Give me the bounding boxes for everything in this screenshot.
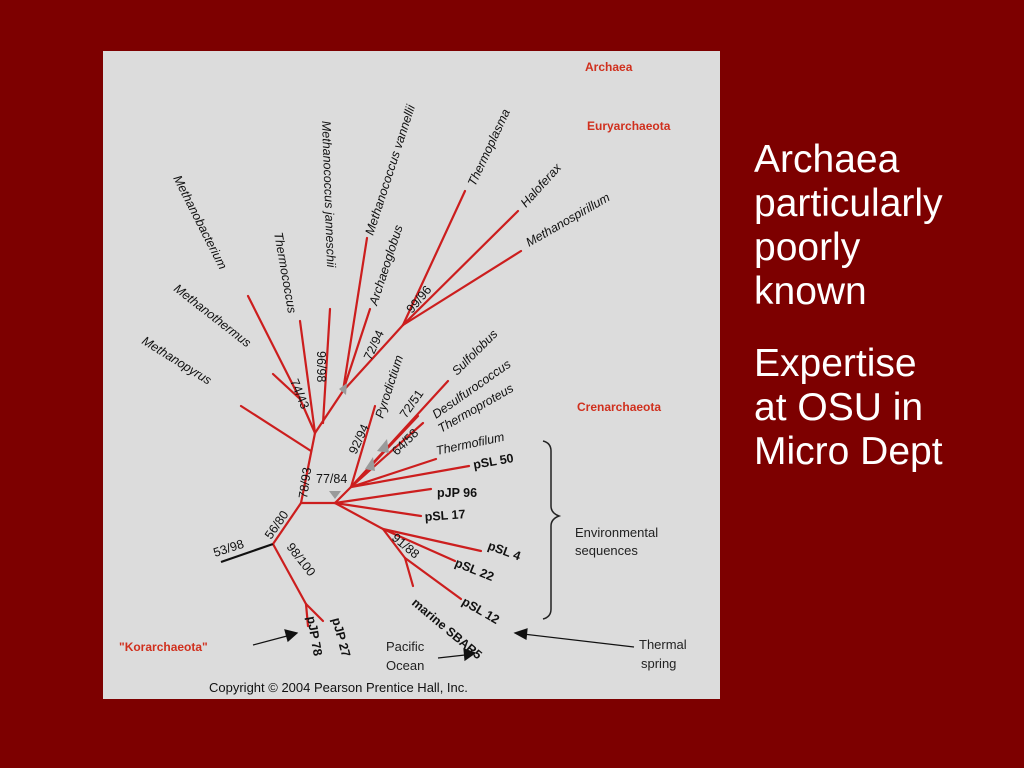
bootstrap-b7: 72/51 [397, 387, 426, 421]
branch-methanopyrus [239, 404, 313, 453]
annotation-pacific-line2: Ocean [386, 658, 424, 673]
taxon-methanobacterium: Methanobacterium [170, 173, 229, 272]
bootstrap-b3: 72/94 [361, 328, 387, 362]
taxon-methanococcus-vannellii: Methanococcus vannellii [363, 102, 419, 237]
branch-pjp78 [304, 602, 310, 628]
arrow-korarchaeota [252, 635, 288, 646]
arrow-thermal-spring [522, 633, 635, 648]
branch-pjp96 [333, 487, 433, 505]
branch-psl4 [381, 527, 483, 553]
branch-haloferax [401, 209, 520, 327]
side-line: at OSU in [754, 386, 924, 429]
arrow-korarchaeota-head [284, 629, 299, 643]
bootstrap-b9: 77/84 [316, 472, 347, 486]
branch-psl50 [349, 464, 471, 489]
annotation-environmental-line2: sequences [575, 543, 638, 558]
branch-thermofilum [349, 457, 438, 489]
side-line: poorly [754, 226, 861, 269]
branch-lower-node [333, 501, 385, 531]
bootstrap-b11: 53/98 [212, 537, 246, 560]
taxon-methanothermus: Methanothermus [171, 281, 254, 350]
label-korarchaeota: "Korarchaeota" [119, 640, 208, 654]
clone-psl17: pSL 17 [424, 507, 466, 524]
taxon-thermoplasma: Thermoplasma [465, 107, 513, 189]
annotation-environmental-line1: Environmental [575, 525, 658, 540]
branch-psl12 [403, 556, 463, 601]
branch-archaeoglobus [341, 307, 372, 393]
label-euryarchaeota: Euryarchaeota [587, 119, 671, 133]
branch-pjp27 [304, 602, 325, 623]
branch-methanobacterium [246, 294, 302, 401]
clone-pjp27: pJP 27 [329, 616, 353, 658]
branch-thermoplasma-node [341, 323, 405, 393]
side-line: Archaea [754, 138, 900, 181]
bootstrap-b2: 96/98 [314, 351, 328, 382]
annotation-thermal-line2: spring [641, 656, 676, 671]
annotation-pacific-line1: Pacific [386, 639, 425, 654]
annotation-thermal-line1: Thermal [639, 637, 687, 652]
clone-pjp96: pJP 96 [437, 486, 477, 500]
arrow-pacific-ocean-head [463, 648, 477, 662]
side-paragraph-2: Expertise at OSU in Micro Dept [754, 342, 1014, 474]
node-arrow-2 [329, 491, 341, 499]
branch-stem-to-root [272, 502, 302, 545]
branch-methanococcus-vannellii [341, 236, 369, 393]
clone-psl4: pSL 4 [486, 539, 523, 564]
environmental-sequences-brace [542, 440, 562, 620]
clone-psl12: pSL 12 [460, 594, 502, 627]
label-crenarchaeota: Crenarchaeota [577, 400, 661, 414]
side-paragraph-1: Archaea particularly poorly known [754, 138, 1014, 314]
label-archaea: Archaea [585, 60, 633, 74]
branch-thermoproteus [349, 421, 425, 489]
clone-pjp78: pJP 78 [304, 615, 325, 657]
branch-thermococcus [298, 319, 317, 435]
taxon-methanopyrus: Methanopyrus [139, 334, 214, 388]
side-line: Micro Dept [754, 430, 943, 473]
branch-methanothermus [271, 372, 302, 401]
bootstrap-b8: 64/58 [389, 426, 421, 458]
tree-svg: Archaea Euryarchaeota Crenarchaeota "Kor… [119, 60, 687, 695]
branch-right-node [313, 389, 345, 435]
node-arrow-4 [377, 439, 389, 453]
copyright-text: Copyright © 2004 Pearson Prentice Hall, … [209, 680, 468, 695]
bootstrap-b6: 92/94 [346, 422, 372, 456]
branch-psl22 [381, 527, 457, 563]
taxon-methanococcus-janneschii: Methanococcus janneschii [319, 121, 338, 269]
slide-side-text: Archaea particularly poorly known Expert… [754, 138, 1014, 502]
branch-black-stem [220, 542, 274, 564]
branch-euryarchaeota-stem [299, 431, 317, 505]
clone-psl22: pSL 22 [453, 556, 496, 584]
branch-marine-sbar5 [403, 556, 415, 588]
bootstrap-b13: 91/88 [389, 531, 422, 562]
node-arrow-3 [365, 457, 375, 471]
branch-cren-stem [333, 485, 353, 505]
arrow-thermal-spring-head [513, 628, 528, 640]
node-arrow-1 [339, 383, 347, 395]
side-line: known [754, 270, 867, 313]
phylogenetic-tree-figure: Archaea Euryarchaeota Crenarchaeota "Kor… [103, 51, 720, 699]
bootstrap-b5: 78/93 [296, 466, 314, 499]
branch-psl17 [333, 501, 423, 518]
branch-korarchaeota [271, 542, 308, 606]
branch-methanococcus-janneschii [321, 307, 332, 425]
taxon-haloferax: Haloferax [518, 160, 565, 210]
branch-pyrodictium [349, 404, 377, 489]
arrow-pacific-ocean [437, 654, 466, 659]
branch-methanospirillum [401, 249, 523, 327]
side-line: Expertise [754, 342, 917, 385]
branch-left-node [298, 397, 317, 435]
clone-psl50: pSL 50 [472, 451, 515, 472]
taxon-thermococcus: Thermococcus [271, 231, 299, 314]
branch-thermoplasma [401, 189, 467, 327]
side-line: particularly [754, 182, 943, 225]
branch-psl12-node [381, 527, 407, 560]
